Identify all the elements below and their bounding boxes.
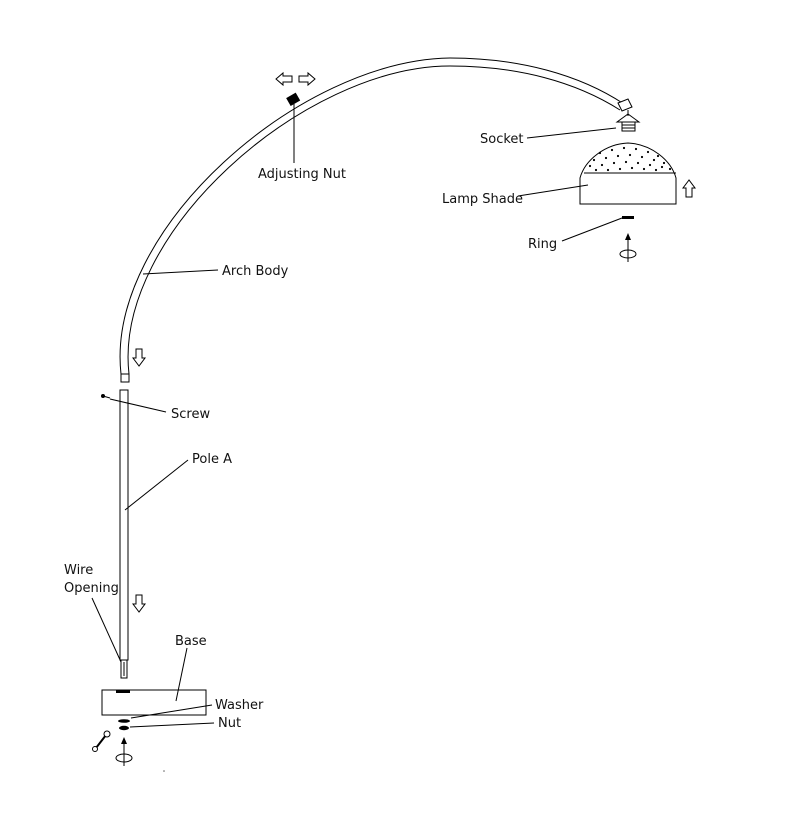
shade-dot <box>618 167 622 171</box>
leader-ring <box>561 217 623 242</box>
shade-dot <box>612 161 616 165</box>
outline-arrow-icon <box>682 179 696 198</box>
shade-dot <box>668 167 672 171</box>
shade-dot <box>662 161 666 165</box>
stray-mark <box>163 770 165 772</box>
shade-dot <box>634 147 638 151</box>
leader-base <box>175 647 188 702</box>
leader-nut <box>129 722 215 728</box>
shade-dot <box>652 158 656 162</box>
shade-dot <box>636 161 640 165</box>
leader-pole-a <box>124 459 189 511</box>
leader-lines <box>91 104 623 728</box>
label-adjusting-nut: Adjusting Nut <box>258 167 346 182</box>
rotate-arrow-icon <box>115 737 133 766</box>
wrench-icon <box>92 730 111 752</box>
label-screw: Screw <box>171 407 210 422</box>
shade-dot <box>628 153 632 157</box>
leader-screw <box>109 398 167 413</box>
leader-socket <box>526 127 617 139</box>
outline-arrow-icon <box>132 348 146 367</box>
shade-dot <box>616 154 620 158</box>
shade-dot <box>656 154 660 158</box>
label-arch-body: Arch Body <box>222 264 289 279</box>
shade-dot <box>610 148 614 152</box>
shade-dot <box>606 168 610 172</box>
label-nut: Nut <box>218 716 241 731</box>
shade-dot <box>648 163 652 167</box>
leader-lamp-shade <box>517 184 589 197</box>
washer-part <box>118 719 130 723</box>
pole-a-part <box>119 389 129 679</box>
label-socket: Socket <box>480 132 524 147</box>
shade-dot <box>600 163 604 167</box>
arch-body <box>119 57 633 375</box>
label-lamp-shade: Lamp Shade <box>442 192 523 207</box>
shade-dot <box>604 156 608 160</box>
socket-part <box>615 110 641 132</box>
shade-dot <box>624 160 628 164</box>
shade-dot <box>588 164 592 168</box>
outline-arrow-icon <box>275 71 316 87</box>
arch-tip <box>617 98 633 112</box>
shade-dot <box>640 155 644 159</box>
shade-dot <box>592 158 596 162</box>
label-washer: Washer <box>215 698 264 713</box>
label-opening: Opening <box>64 581 119 596</box>
shade-dot <box>630 166 634 170</box>
shade-dot <box>642 167 646 171</box>
label-pole-a: Pole A <box>192 452 232 467</box>
ring-part <box>622 216 634 219</box>
shade-dot <box>646 150 650 154</box>
shade-dots <box>588 146 672 172</box>
label-wire: Wire <box>64 563 93 578</box>
nut-part <box>119 725 129 731</box>
screw-part <box>101 394 111 399</box>
arch-connector <box>120 373 130 383</box>
lamp-shade-part <box>579 142 677 205</box>
shade-dot <box>622 146 626 150</box>
leader-wire-opening <box>91 597 122 663</box>
leader-washer <box>130 704 213 719</box>
rotate-arrow-icon <box>619 233 637 262</box>
label-ring: Ring <box>528 237 557 252</box>
outline-arrow-icon <box>132 594 146 613</box>
shade-dot <box>598 151 602 155</box>
shade-dot <box>660 165 664 169</box>
adjusting-nut-part <box>286 92 301 106</box>
shade-dot <box>654 168 658 172</box>
leader-arch-body <box>142 269 219 275</box>
base-part <box>101 689 207 716</box>
label-base: Base <box>175 634 207 649</box>
shade-dot <box>594 168 598 172</box>
